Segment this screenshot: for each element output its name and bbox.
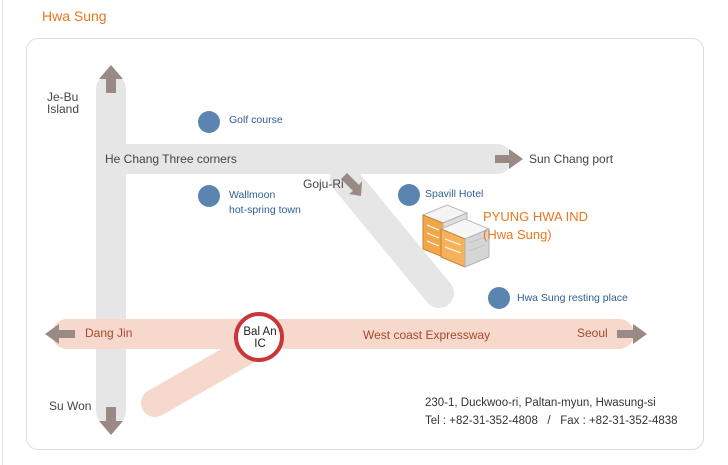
label-jebu-island: Je-Bu Island — [47, 90, 80, 116]
arrow-left-icon — [45, 324, 75, 344]
company-name: PYUNG HWA IND — [483, 209, 588, 224]
spavill-marker-icon — [398, 184, 420, 206]
arrow-down-icon — [99, 407, 123, 435]
arrow-diagonal-icon — [341, 173, 362, 196]
page-title: Hwa Sung — [42, 8, 107, 24]
label-su-won: Su Won — [49, 399, 92, 413]
label-sunchang-port: Sun Chang port — [529, 152, 614, 166]
golf-course-marker-icon — [198, 111, 220, 133]
company-branch: (Hwa Sung) — [483, 227, 552, 242]
label-goju-ri: Goju-Ri — [303, 177, 344, 191]
arrow-up-icon — [99, 65, 123, 93]
resting-place-marker-icon — [488, 287, 510, 309]
label-west-coast-expressway: West coast Expressway — [363, 328, 491, 342]
left-divider — [2, 0, 3, 465]
label-seoul: Seoul — [577, 326, 608, 340]
label-golf-course: Golf course — [229, 114, 283, 126]
label-bal-an-ic: Bal An IC — [243, 326, 277, 350]
arrow-right-icon — [617, 324, 647, 344]
label-wallmoon: Wallmoon — [229, 189, 276, 201]
label-hechang-three-corners: He Chang Three corners — [105, 152, 237, 166]
address-text: 230-1, Duckwoo-ri, Paltan-myun, Hwasung-… — [425, 397, 656, 409]
location-map: Je-Bu Island He Chang Three corners Sun … — [26, 38, 704, 450]
phone-fax-text: Tel : +82-31-352-4808 / Fax : +82-31-352… — [425, 415, 678, 427]
label-resting-place: Hwa Sung resting place — [517, 292, 628, 304]
goju-road — [330, 164, 454, 308]
bal-an-ic-marker-icon — [234, 312, 284, 362]
wallmoon-marker-icon — [198, 185, 220, 207]
label-spavill-hotel: Spavill Hotel — [425, 188, 484, 200]
label-hot-spring-town: hot-spring town — [229, 204, 301, 216]
label-dang-jin: Dang Jin — [85, 326, 133, 340]
factory-building-icon — [421, 204, 491, 268]
arrow-right-icon — [495, 149, 523, 169]
map-canvas — [45, 65, 647, 435]
